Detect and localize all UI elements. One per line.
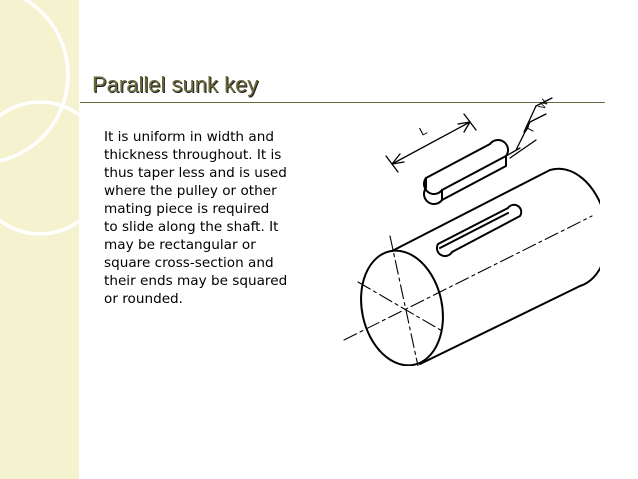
key <box>423 139 509 205</box>
deco-arc-lower <box>0 100 108 236</box>
slide-body-text: It is uniform in width and thickness thr… <box>104 129 288 307</box>
deco-arc-upper <box>0 0 70 163</box>
label-thickness: T <box>525 125 538 136</box>
shaft <box>360 167 600 366</box>
center-lines <box>343 215 593 366</box>
slide-title: Parallel sunk key <box>92 72 259 97</box>
left-decorative-band <box>0 0 79 479</box>
dimension-width-thickness <box>505 97 553 159</box>
label-length: L <box>417 123 430 139</box>
key-shaft-diagram: L W T <box>343 97 600 366</box>
title-divider <box>80 102 605 103</box>
dimension-length <box>385 113 477 173</box>
decorative-arcs <box>0 0 108 236</box>
